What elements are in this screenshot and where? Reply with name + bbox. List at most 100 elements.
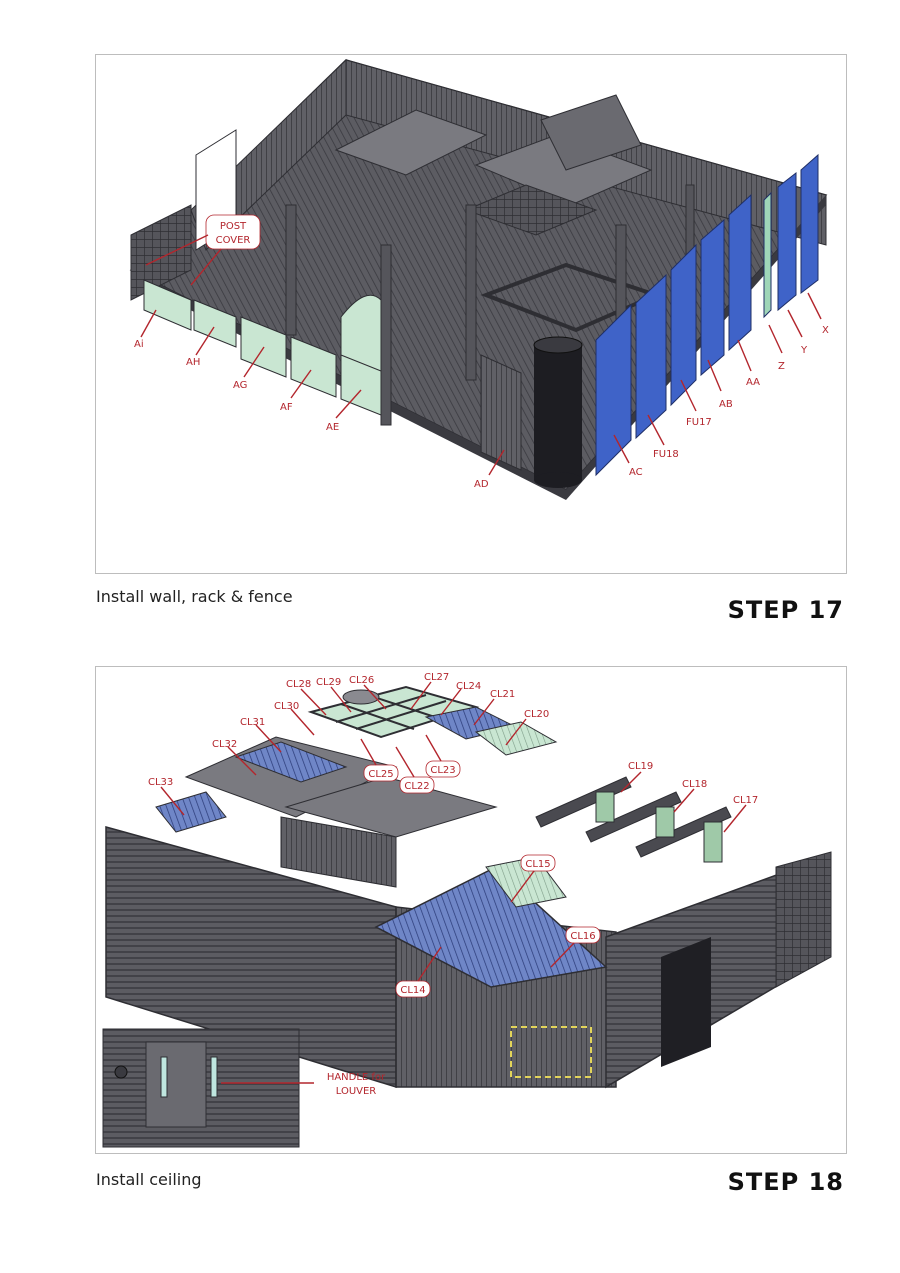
callout-fu18: FU18	[653, 449, 679, 460]
callout-cl15-box	[520, 854, 556, 872]
leader-cl30	[290, 708, 315, 736]
callout-cl25-box	[363, 764, 399, 782]
callout-post-cover-box	[205, 214, 261, 250]
leader-cl16	[550, 942, 575, 968]
step17-illustration-frame: POST COVER Ai AH AG AF AE AD AC FU18 FU1…	[95, 54, 847, 574]
callout-cl18: CL18	[682, 779, 707, 790]
ceiling-blue-cl33	[155, 791, 227, 833]
callout-aa: AA	[746, 377, 760, 388]
leader-cl18	[673, 788, 695, 813]
callout-cl30: CL30	[274, 701, 299, 712]
step18-title: STEP 18	[727, 1168, 844, 1196]
leader-cl26	[363, 684, 387, 710]
leader-x	[807, 292, 822, 320]
water-tank	[533, 336, 583, 488]
leader-cl20	[505, 718, 527, 746]
ceiling-green-cl20	[474, 721, 558, 756]
leader-cl33	[160, 786, 185, 816]
leader-ad	[488, 449, 505, 476]
callout-cl14-box	[395, 980, 431, 998]
callout-cl19: CL19	[628, 761, 653, 772]
green-lattice-panels	[595, 791, 723, 863]
leader-y	[787, 309, 803, 338]
leader-cl14	[417, 946, 442, 982]
callout-ab: AB	[719, 399, 733, 410]
fence-panel-ai	[143, 279, 192, 331]
right-lattice-fence	[775, 851, 832, 988]
leader-fu18	[647, 414, 665, 446]
leader-fu17	[680, 379, 697, 412]
leader-cl27	[410, 681, 432, 710]
callout-x: X	[822, 325, 829, 336]
leader-cl32	[227, 746, 257, 776]
louver-handle-right	[210, 1056, 218, 1098]
leader-center-boxes	[360, 734, 442, 778]
central-roof-left	[334, 109, 488, 176]
inset-label-line1: HANDLE for	[327, 1072, 386, 1083]
callout-cl33: CL33	[148, 777, 173, 788]
step18-caption: Install ceiling	[96, 1170, 202, 1189]
callout-cl22-box	[399, 776, 435, 794]
post-cover-leader	[145, 234, 222, 286]
callout-cl25: CL25	[368, 769, 393, 780]
callout-cl22: CL22	[404, 781, 429, 792]
callout-cl29: CL29	[316, 677, 341, 688]
yellow-rack	[510, 1026, 592, 1078]
leader-z	[768, 324, 783, 354]
callout-cl16-box	[565, 926, 601, 944]
blue-fence-panels	[595, 153, 819, 477]
leader-cl19	[620, 771, 642, 793]
leader-ac	[613, 434, 630, 464]
step17-3d-drawing: POST COVER Ai AH AG AF AE AD AC FU18 FU1…	[129, 58, 829, 500]
leader-cl28	[300, 688, 327, 716]
leader-ah	[195, 326, 215, 356]
callout-cl27: CL27	[424, 672, 449, 683]
inset-label-line2: LOUVER	[336, 1086, 377, 1097]
callout-ah: AH	[186, 357, 200, 368]
callout-cl31: CL31	[240, 717, 265, 728]
callout-cl20: CL20	[524, 709, 549, 720]
callout-ag: AG	[233, 380, 247, 391]
leader-ae	[335, 389, 362, 419]
callout-cl15: CL15	[525, 859, 550, 870]
central-lattice-roof	[464, 184, 598, 236]
roof-skylight	[342, 689, 380, 705]
leader-af	[290, 369, 312, 399]
callout-cl14: CL14	[400, 985, 425, 996]
roof-slats-front	[280, 816, 397, 888]
callout-y: Y	[800, 345, 808, 356]
callout-ac: AC	[629, 467, 643, 478]
step18-3d-drawing: HANDLE for LOUVER CL28 CL29 CL26 CL27 CL…	[102, 672, 832, 1148]
leader-cl24	[440, 688, 462, 716]
dark-door-opening	[661, 937, 711, 1067]
leader-cl29	[330, 686, 352, 713]
callout-post-cover-line1: POST	[220, 221, 247, 232]
callout-fu17: FU17	[686, 417, 712, 428]
callout-cl16: CL16	[570, 931, 595, 942]
callout-post-cover-line2: COVER	[216, 235, 251, 246]
step18-illustration-frame: HANDLE for LOUVER CL28 CL29 CL26 CL27 CL…	[95, 666, 847, 1154]
callout-cl24: CL24	[456, 681, 481, 692]
ceiling-blue-cl32	[234, 741, 348, 783]
leader-cl31	[255, 724, 282, 753]
callout-ae: AE	[326, 422, 339, 433]
roof-block-center	[284, 776, 498, 838]
callout-cl23: CL23	[430, 765, 455, 776]
leader-ai	[140, 309, 157, 338]
callout-af: AF	[280, 402, 293, 413]
step17-title: STEP 17	[727, 596, 844, 624]
callout-cl21: CL21	[490, 689, 515, 700]
louver-handle-left	[160, 1056, 168, 1098]
wall-panel-ae	[340, 294, 382, 416]
callout-cl28: CL28	[286, 679, 311, 690]
callout-cl32: CL32	[212, 739, 237, 750]
leader-ag	[243, 346, 265, 378]
callout-cl26: CL26	[349, 675, 374, 686]
door-panel-ad	[480, 354, 522, 471]
step17-caption: Install wall, rack & fence	[96, 587, 293, 606]
leader-aa	[737, 339, 752, 372]
archway-panel	[540, 94, 642, 171]
callout-cl23-box	[425, 760, 461, 778]
callout-cl17: CL17	[733, 795, 758, 806]
fence-panel-ah	[193, 299, 237, 348]
